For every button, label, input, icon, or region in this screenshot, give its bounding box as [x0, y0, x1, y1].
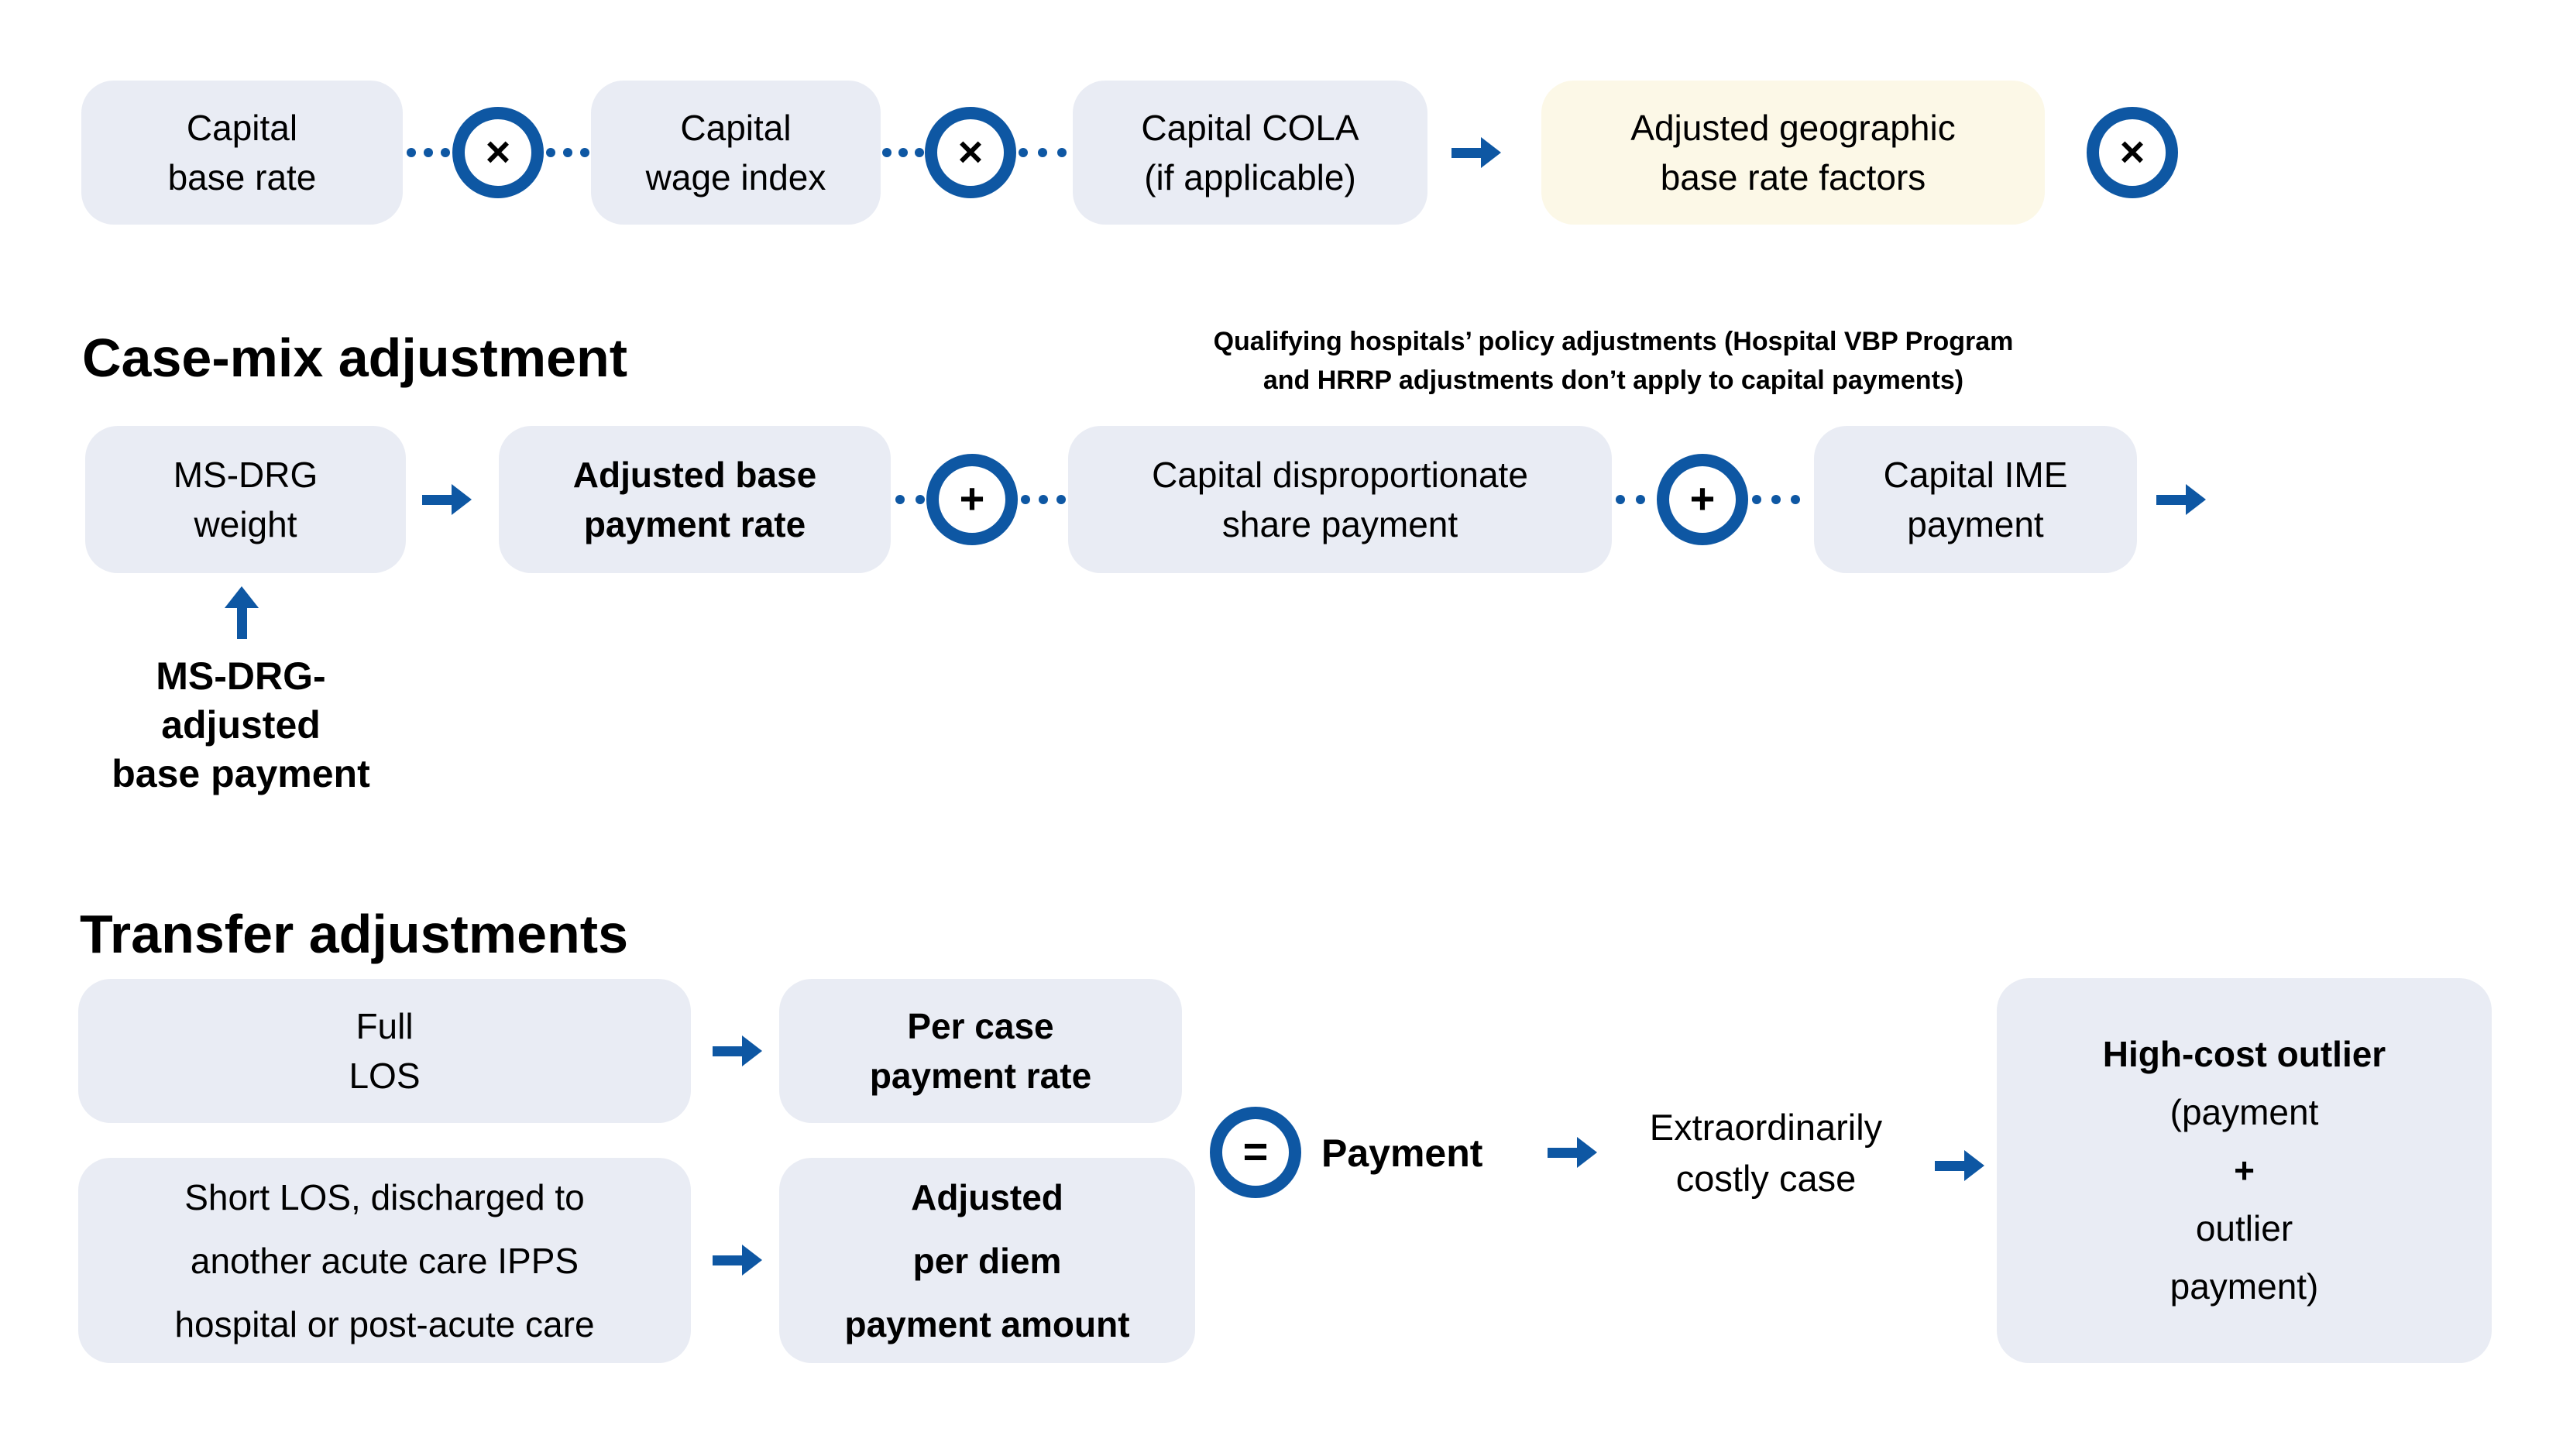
- box-capital-wage-index: Capital wage index: [591, 81, 881, 225]
- arrow-right-icon: [713, 1035, 762, 1066]
- box-per-case-payment-rate: Per case payment rate: [779, 979, 1182, 1123]
- box-line: wage index: [645, 157, 826, 197]
- arrow-right-icon: [713, 1245, 762, 1276]
- multiply-glyph: ×: [957, 126, 984, 176]
- box-line: payment): [2170, 1266, 2319, 1307]
- arrow-right-icon: [2156, 484, 2206, 515]
- equals-glyph: =: [1242, 1126, 1269, 1176]
- box-short-los: Short LOS, discharged to another acute c…: [78, 1158, 691, 1363]
- policy-adjustments-note: Qualifying hospitals’ policy adjustments…: [1063, 322, 2163, 400]
- box-high-cost-outlier: High-cost outlier (payment + outlier pay…: [1997, 978, 2492, 1363]
- plus-icon: +: [926, 454, 1018, 545]
- case-mix-heading: Case-mix adjustment: [82, 328, 628, 388]
- plus-glyph: +: [959, 473, 985, 523]
- box-line: Adjusted: [911, 1176, 1063, 1217]
- arrow-right-icon: [1935, 1150, 1984, 1181]
- box-line: LOS: [349, 1056, 421, 1096]
- dotted-connector: [546, 148, 589, 157]
- box-capital-ime-payment: Capital IME payment: [1814, 426, 2137, 573]
- ms-drg-adjusted-base-payment-label: MS-DRG- adjusted base payment: [47, 652, 435, 798]
- box-line: per diem: [912, 1240, 1062, 1281]
- note-line: and HRRP adjustments don’t apply to capi…: [1263, 366, 1964, 395]
- dotted-connector: [1616, 495, 1645, 504]
- dotted-connector: [1752, 495, 1800, 504]
- box-line: hospital or post-acute care: [174, 1303, 595, 1344]
- box-line: Capital COLA: [1141, 108, 1359, 148]
- arrow-up-icon: [225, 586, 259, 639]
- dotted-connector: [407, 148, 450, 157]
- box-line: outlier: [2195, 1208, 2293, 1248]
- box-capital-disproportionate-share: Capital disproportionate share payment: [1068, 426, 1612, 573]
- box-line: base rate: [167, 157, 317, 197]
- box-ms-drg-weight: MS-DRG weight: [85, 426, 406, 573]
- box-line: base rate factors: [1660, 157, 1926, 197]
- box-line: Capital: [680, 108, 792, 148]
- box-line: share payment: [1221, 504, 1458, 544]
- box-line: payment rate: [583, 504, 806, 544]
- box-line: Per case: [907, 1006, 1054, 1046]
- box-line: (payment: [2170, 1092, 2319, 1132]
- box-adjusted-per-diem-payment: Adjusted per diem payment amount: [779, 1158, 1195, 1363]
- dotted-connector: [1019, 148, 1067, 157]
- box-capital-base-rate: Capital base rate: [81, 81, 403, 225]
- multiply-glyph: ×: [2119, 126, 2145, 176]
- box-line: (if applicable): [1144, 157, 1356, 197]
- box-line: Full: [356, 1006, 414, 1046]
- label-line: base payment: [112, 752, 370, 795]
- box-line: Short LOS, discharged to: [184, 1176, 585, 1217]
- transfer-heading: Transfer adjustments: [80, 904, 628, 964]
- box-line: payment rate: [869, 1056, 1092, 1096]
- plus-glyph: +: [1689, 473, 1716, 523]
- dotted-connector: [882, 148, 924, 157]
- box-line: Adjusted base: [572, 455, 817, 495]
- equals-icon: =: [1210, 1107, 1301, 1198]
- dotted-connector: [895, 495, 925, 504]
- plus-icon: +: [1657, 454, 1748, 545]
- arrow-right-icon: [422, 484, 472, 515]
- box-line: Capital IME: [1883, 455, 2068, 495]
- box-line: weight: [194, 504, 297, 544]
- multiply-icon: ×: [2087, 107, 2178, 198]
- arrow-right-icon: [1451, 137, 1501, 168]
- extraordinarily-costly-case-label: Extraordinarily costly case: [1603, 1102, 1929, 1204]
- box-line: Capital: [186, 108, 298, 148]
- box-line: payment amount: [844, 1303, 1130, 1344]
- box-line: High-cost outlier: [2102, 1034, 2386, 1074]
- label-line: Extraordinarily: [1649, 1107, 1883, 1148]
- box-adjusted-geographic-base-rate-factors: Adjusted geographic base rate factors: [1541, 81, 2045, 225]
- box-line: another acute care IPPS: [190, 1240, 579, 1281]
- multiply-icon: ×: [925, 107, 1016, 198]
- dotted-connector: [1021, 495, 1066, 504]
- multiply-icon: ×: [452, 107, 544, 198]
- box-line: payment: [1907, 504, 2044, 544]
- arrow-right-icon: [1548, 1137, 1597, 1168]
- payment-label: Payment: [1321, 1131, 1483, 1175]
- note-line: Qualifying hospitals’ policy adjustments…: [1213, 327, 2014, 356]
- box-capital-cola: Capital COLA (if applicable): [1073, 81, 1427, 225]
- box-full-los: Full LOS: [78, 979, 691, 1123]
- label-line: MS-DRG-: [156, 654, 326, 698]
- label-line: costly case: [1675, 1158, 1857, 1199]
- box-line: +: [2234, 1150, 2255, 1190]
- box-line: Capital disproportionate: [1152, 455, 1528, 495]
- label-line: adjusted: [161, 703, 321, 747]
- multiply-glyph: ×: [485, 126, 511, 176]
- box-line: Adjusted geographic: [1630, 108, 1956, 148]
- box-adjusted-base-payment-rate: Adjusted base payment rate: [499, 426, 891, 573]
- box-line: MS-DRG: [173, 455, 318, 495]
